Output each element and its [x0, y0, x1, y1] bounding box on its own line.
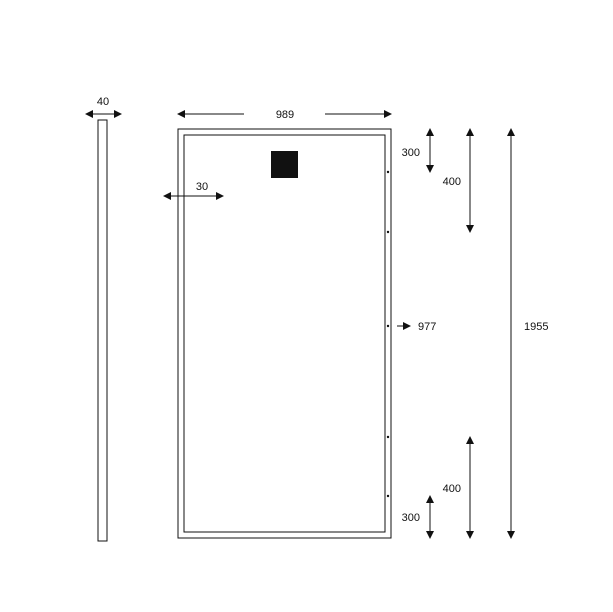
panel-outer-frame — [177, 128, 392, 539]
bottom-hole-offset-label: 300 — [402, 512, 420, 524]
panel-width-label: 989 — [276, 109, 294, 121]
frame-width-label: 30 — [196, 181, 208, 193]
mounting-hole — [386, 494, 390, 498]
mounting-hole — [386, 170, 390, 174]
bottom-hole-spacing-label: 400 — [443, 483, 461, 495]
junction-box — [271, 151, 298, 178]
overall-height-label: 1955 — [524, 321, 548, 333]
side-width-label: 40 — [97, 96, 109, 108]
mounting-hole — [386, 230, 390, 234]
center-hole-label: 977 — [418, 321, 436, 333]
panel-inner-frame — [183, 134, 386, 533]
top-hole-offset-label: 300 — [402, 147, 420, 159]
mounting-hole — [386, 435, 390, 439]
top-hole-spacing-label: 400 — [443, 176, 461, 188]
mounting-hole — [386, 324, 390, 328]
side-profile — [97, 119, 108, 542]
